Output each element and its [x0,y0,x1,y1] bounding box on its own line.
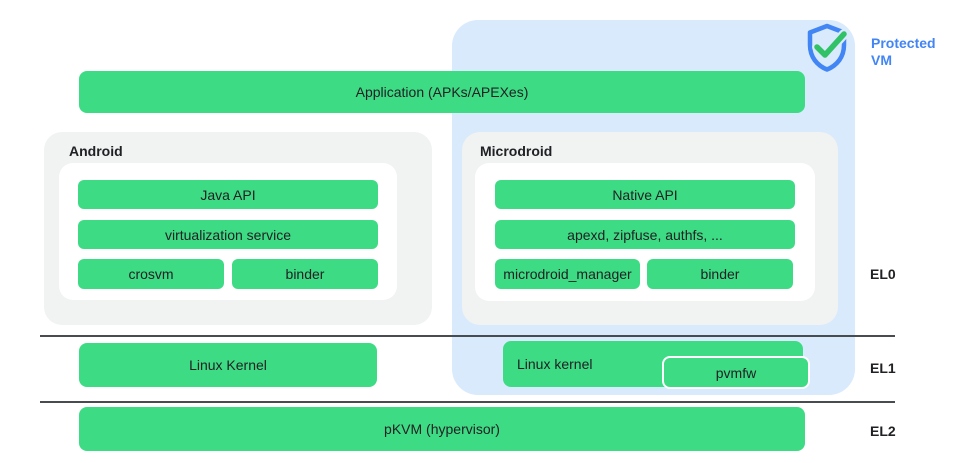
application-bar-label: Application (APKs/APEXes) [355,84,529,100]
microdroid-group-title: Microdroid [480,143,553,159]
pkvm-hypervisor-bar: pKVM (hypervisor) [79,407,805,451]
el1-el2-divider [40,401,895,403]
android-binder-bar: binder [232,259,378,289]
native-api-label: Native API [612,186,678,203]
android-inner-panel: Java API virtualization service crosvm b… [59,163,397,300]
pkvm-hypervisor-label: pKVM (hypervisor) [384,421,500,437]
pvmfw-bar: pvmfw [662,356,810,389]
virtualization-service-bar: virtualization service [78,220,378,249]
el1-label: EL1 [870,360,896,376]
java-api-label: Java API [200,186,256,203]
el0-el1-divider [40,335,895,337]
android-linux-kernel-bar: Linux Kernel [79,343,377,387]
android-group: Android Java API virtualization service … [44,132,432,325]
android-binder-label: binder [285,266,325,282]
shield-check-icon [807,23,849,72]
microdroid-group: Microdroid Native API apexd, zipfuse, au… [462,132,838,325]
microdroid-manager-bar: microdroid_manager [495,259,640,289]
crosvm-bar: crosvm [78,259,224,289]
el0-label: EL0 [870,266,896,282]
microdroid-binder-bar: binder [647,259,793,289]
native-api-bar: Native API [495,180,795,209]
android-linux-kernel-label: Linux Kernel [189,357,267,373]
microdroid-inner-panel: Native API apexd, zipfuse, authfs, ... m… [475,163,815,301]
virtualization-service-label: virtualization service [164,226,292,243]
application-bar: Application (APKs/APEXes) [79,71,805,113]
crosvm-label: crosvm [128,266,174,282]
protected-vm-label: Protected VM [871,35,936,68]
android-group-title: Android [69,143,123,159]
java-api-bar: Java API [78,180,378,209]
microdroid-binder-label: binder [700,266,740,282]
el2-label: EL2 [870,423,896,439]
pvmfw-label: pvmfw [715,364,757,381]
microdroid-manager-label: microdroid_manager [503,266,632,282]
apexd-zipfuse-authfs-label: apexd, zipfuse, authfs, ... [567,226,723,243]
vm-linux-kernel-label: Linux kernel [517,356,593,372]
apexd-zipfuse-authfs-bar: apexd, zipfuse, authfs, ... [495,220,795,249]
